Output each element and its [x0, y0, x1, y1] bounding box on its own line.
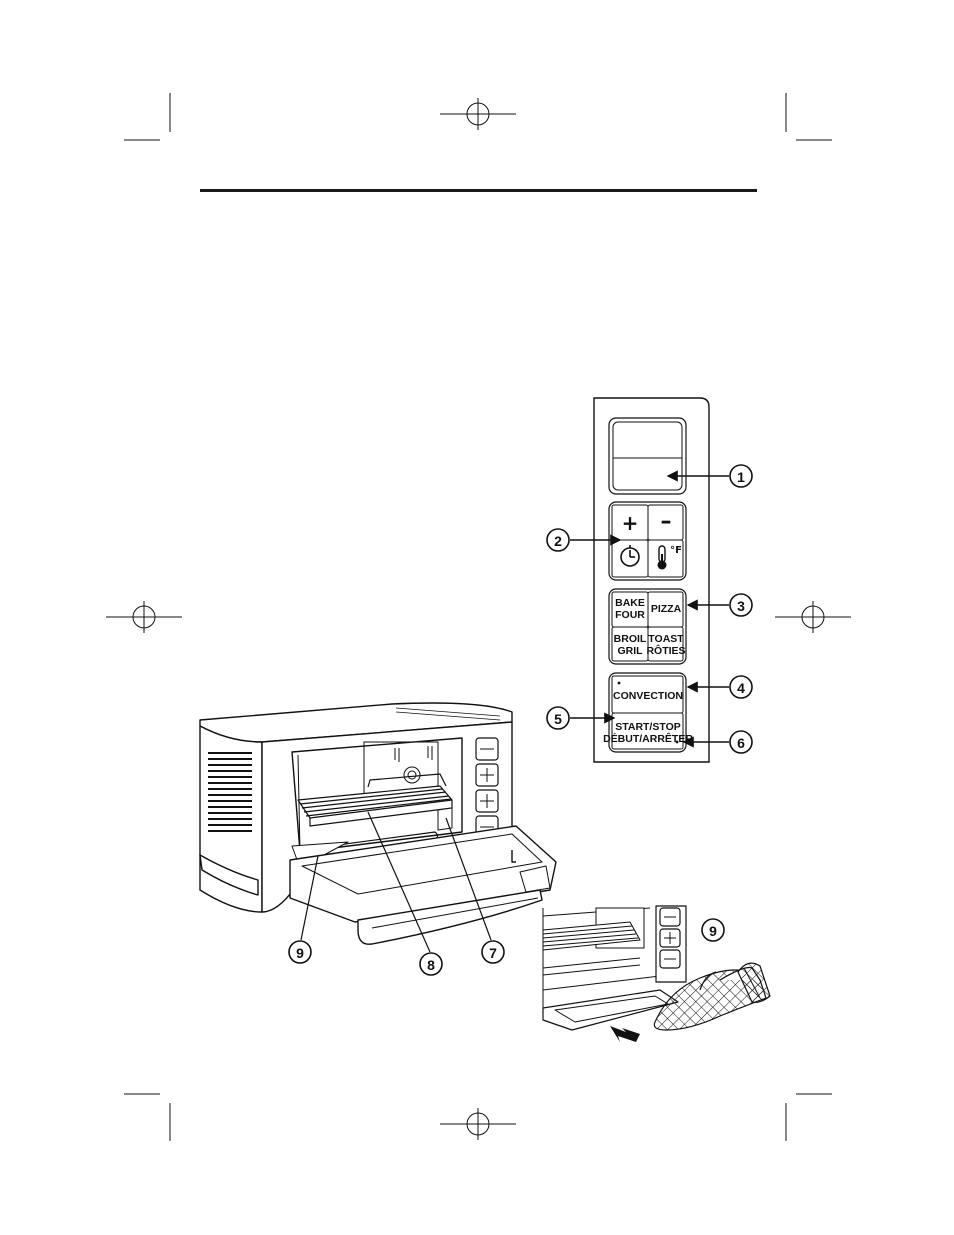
broil-button[interactable]: BROIL GRIL — [614, 633, 647, 657]
svg-text:3: 3 — [737, 598, 745, 614]
svg-text:7: 7 — [489, 945, 497, 961]
svg-text:BAKE: BAKE — [615, 597, 645, 609]
callout-9-detail: 9 — [702, 919, 724, 941]
svg-text:GRIL: GRIL — [617, 645, 643, 657]
pizza-button[interactable]: PIZZA — [651, 603, 682, 615]
svg-text:BROIL: BROIL — [614, 633, 647, 645]
svg-text:1: 1 — [737, 469, 745, 485]
callout-9: 9 — [289, 941, 311, 963]
callout-5: 5 — [547, 707, 569, 729]
svg-text:2: 2 — [554, 533, 562, 549]
display-window — [609, 418, 686, 494]
bake-button[interactable]: BAKE FOUR — [615, 597, 645, 621]
control-panel: + – °F BAKE FOUR — [594, 398, 709, 762]
callout-8: 8 — [420, 953, 442, 975]
thermometer-icon[interactable] — [658, 546, 667, 570]
callout-2: 2 — [547, 529, 569, 551]
minus-button[interactable]: – — [661, 509, 672, 534]
toast-button[interactable]: TOAST RÔTIES — [646, 633, 685, 657]
svg-text:FOUR: FOUR — [615, 609, 645, 621]
start-stop-indicator-light — [676, 741, 679, 744]
time-temp-buttons: + – °F — [609, 502, 686, 580]
svg-text:8: 8 — [427, 957, 435, 973]
convection-indicator-light — [618, 682, 621, 685]
temp-unit-label: °F — [670, 545, 682, 556]
oven-mitt-illustration-icon — [543, 906, 770, 1030]
callout-3: 3 — [730, 594, 752, 616]
svg-text:9: 9 — [296, 945, 304, 961]
svg-text:9: 9 — [709, 923, 717, 939]
convection-button[interactable]: CONVECTION — [613, 690, 683, 702]
svg-text:TOAST: TOAST — [648, 633, 684, 645]
svg-text:5: 5 — [554, 711, 562, 727]
arrow-icon — [610, 1026, 640, 1042]
oven-illustration-icon — [200, 703, 556, 944]
callout-1: 1 — [730, 465, 752, 487]
plus-button[interactable]: + — [622, 511, 639, 535]
mode-buttons: CONVECTION START/STOP DÉBUT/ARRÊTER — [603, 673, 693, 752]
svg-text:6: 6 — [737, 735, 745, 751]
callout-6: 6 — [730, 731, 752, 753]
svg-text:RÔTIES: RÔTIES — [646, 644, 685, 657]
function-buttons: BAKE FOUR PIZZA BROIL GRIL TOAST RÔTIES — [609, 589, 686, 664]
start-stop-button[interactable]: START/STOP DÉBUT/ARRÊTER — [603, 721, 693, 745]
callout-4: 4 — [730, 676, 752, 698]
callout-7: 7 — [482, 941, 504, 963]
svg-text:START/STOP: START/STOP — [615, 721, 681, 733]
svg-text:DÉBUT/ARRÊTER: DÉBUT/ARRÊTER — [603, 732, 693, 745]
svg-text:4: 4 — [737, 680, 745, 696]
